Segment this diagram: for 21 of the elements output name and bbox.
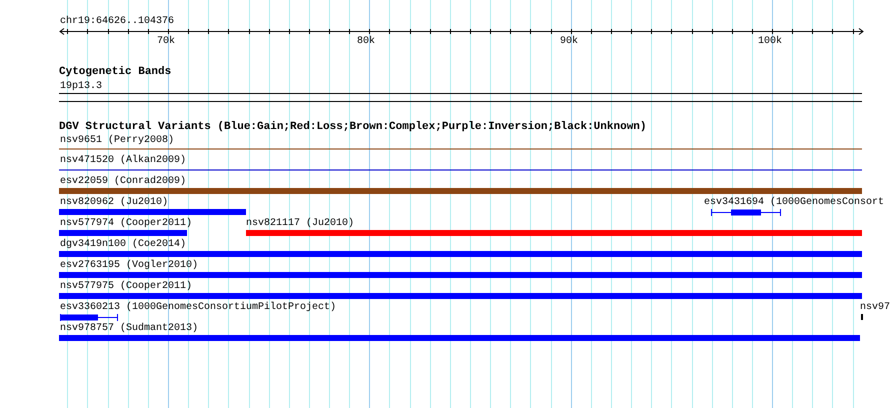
axis-tick-label: 100k xyxy=(758,36,782,47)
axis-tick-label: 80k xyxy=(357,36,376,47)
variant-label: esv2763195 (Vogler2010) xyxy=(60,260,198,271)
band-label: 19p13.3 xyxy=(60,81,102,92)
variant-label: nsv577974 (Cooper2011) xyxy=(60,218,192,229)
variant-label: nsv471520 (Alkan2009) xyxy=(60,155,186,166)
axis-tick-label: 70k xyxy=(157,36,176,47)
variant-label: esv22059 (Conrad2009) xyxy=(60,176,186,187)
variant-label: dgv3419n100 (Coe2014) xyxy=(60,239,186,250)
variant-label: nsv821117 (Ju2010) xyxy=(246,218,354,229)
track-title: Cytogenetic Bands xyxy=(59,67,172,78)
axis-tick-label: 90k xyxy=(560,36,578,47)
track-title: DGV Structural Variants (Blue:Gain;Red:Loss;Brown:Complex;Purple:Inversion;Black:Unknown) xyxy=(59,122,646,133)
variant-label: nsv978757 (Sudmant2013) xyxy=(60,323,198,334)
variant-label: esv3431694 (1000GenomesConsort xyxy=(704,197,884,208)
variant-label: esv3360213 (1000GenomesConsortiumPilotProject) xyxy=(60,302,336,313)
variant-label: nsv97 xyxy=(860,302,890,313)
chromosome-position: chr19:64626..104376 xyxy=(60,16,174,27)
variant-label: nsv820962 (Ju2010) xyxy=(60,197,168,208)
variant-label: nsv9651 (Perry2008) xyxy=(60,135,174,146)
variant-label: nsv577975 (Cooper2011) xyxy=(60,281,192,292)
